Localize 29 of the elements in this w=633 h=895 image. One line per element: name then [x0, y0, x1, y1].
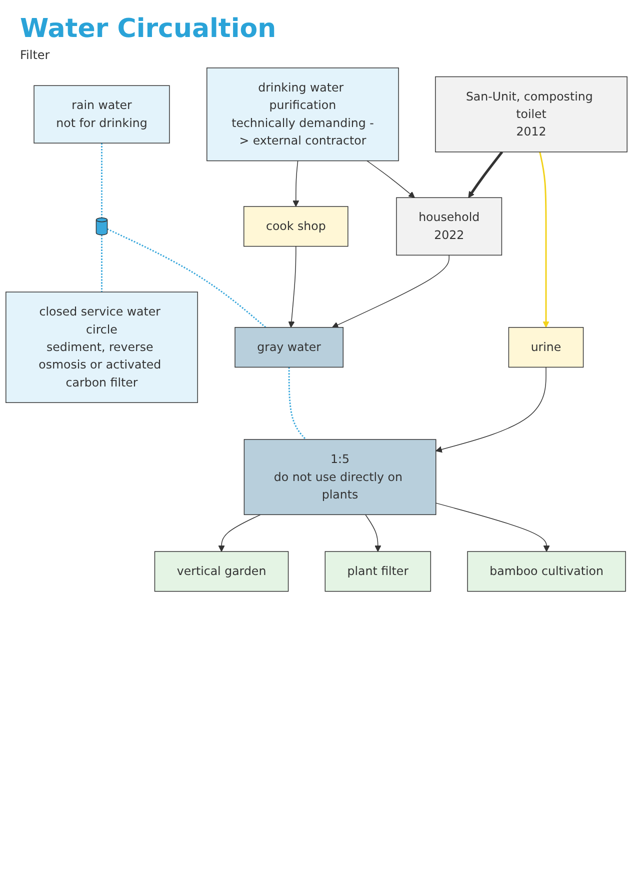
arrow — [436, 366, 546, 453]
node-box: closed service water circle sediment, reverse osmosis or activated carbon filter — [6, 292, 198, 403]
arrow — [288, 246, 296, 328]
node-box: gray water — [234, 327, 344, 368]
arrow — [218, 514, 261, 552]
connector — [101, 234, 102, 292]
node-box: household 2022 — [396, 197, 502, 256]
diagram-title: Water Circualtion — [20, 14, 278, 44]
node-box: San-Unit, composting toilet 2012 — [435, 76, 628, 152]
connector — [288, 367, 306, 440]
connector — [101, 143, 102, 218]
arrow — [366, 160, 415, 198]
node-box: 1:5 do not use directly on plants — [244, 439, 436, 516]
arrow — [292, 160, 300, 207]
note-label: Filter — [20, 48, 50, 62]
arrow — [436, 502, 550, 552]
node-box: vertical garden — [154, 551, 289, 592]
node-box: drinking water purification technically demanding -> external contractor — [206, 68, 399, 162]
node-box: bamboo cultivation — [467, 551, 626, 592]
arrow — [539, 152, 550, 328]
arrow — [332, 254, 450, 328]
node-box: urine — [508, 327, 584, 368]
node-cylinder — [96, 218, 108, 236]
arrow — [365, 514, 382, 552]
node-box: plant filter — [324, 551, 432, 592]
node-box: cook shop — [244, 206, 348, 247]
connector — [106, 228, 266, 328]
node-box: rain water not for drinking — [34, 85, 170, 144]
arrow — [468, 151, 504, 198]
